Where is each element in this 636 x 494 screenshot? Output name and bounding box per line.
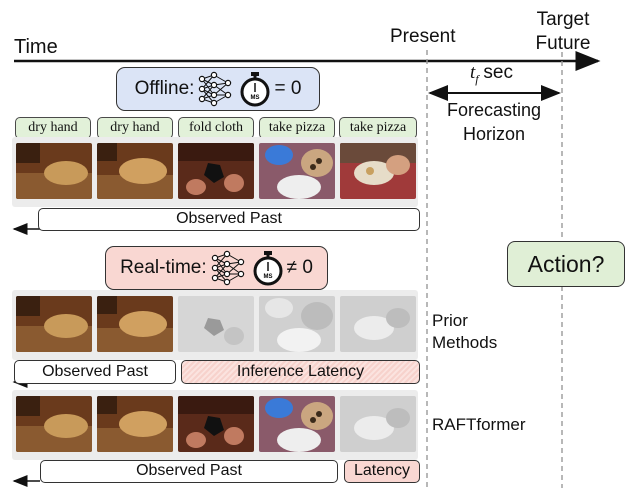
realtime-label: Real-time: <box>120 257 207 278</box>
video-frame <box>259 143 335 199</box>
neural-network-icon <box>199 71 232 107</box>
video-frame-faded <box>340 296 416 352</box>
video-frame-faded <box>259 296 335 352</box>
target-future-label: Target Future <box>535 9 591 54</box>
video-frame <box>340 143 416 199</box>
raftformer-frame-strip <box>12 390 418 460</box>
neural-network-icon <box>211 250 244 286</box>
horizon-symbol: tf sec <box>470 62 513 86</box>
realtime-mode-box: Real-time: MS ≠ 0 <box>105 246 328 290</box>
video-frame <box>16 143 92 199</box>
video-frame <box>97 396 173 452</box>
offline-mode-box: Offline: MS = 0 <box>116 67 320 111</box>
action-tag: take pizza <box>259 117 335 139</box>
video-frame <box>16 296 92 352</box>
action-tag: dry hand <box>97 117 173 139</box>
video-frame <box>97 296 173 352</box>
action-query-box: Action? <box>507 241 625 287</box>
present-label: Present <box>390 26 456 47</box>
video-frame <box>97 143 173 199</box>
offline-frame-strip <box>12 137 418 207</box>
prior-inference-latency-bar: Inference Latency <box>181 360 420 384</box>
forecasting-horizon-label: Forecasting Horizon <box>446 100 542 144</box>
video-frame <box>16 396 92 452</box>
svg-text:MS: MS <box>251 95 260 101</box>
raft-observed-past-bar: Observed Past <box>40 460 338 483</box>
svg-text:MS: MS <box>263 274 272 280</box>
video-frame-faded <box>178 296 254 352</box>
raft-latency-bar: Latency <box>344 460 420 483</box>
time-axis-label: Time <box>14 36 58 58</box>
offline-observed-past-bar: Observed Past <box>38 208 420 231</box>
video-frame <box>259 396 335 452</box>
offline-label: Offline: <box>134 78 195 99</box>
prior-methods-label: Prior Methods <box>432 311 498 352</box>
action-tag: fold cloth <box>178 117 254 139</box>
video-frame <box>178 396 254 452</box>
prior-frame-strip <box>12 290 418 360</box>
raftformer-label: RAFTformer <box>432 415 526 434</box>
stopwatch-icon: MS <box>240 72 270 107</box>
stopwatch-icon: MS <box>253 251 283 286</box>
video-frame-faded <box>340 396 416 452</box>
realtime-equation: ≠ 0 <box>286 257 313 278</box>
prior-observed-past-bar: Observed Past <box>14 360 176 384</box>
action-tag: dry hand <box>15 117 91 139</box>
offline-equation: = 0 <box>274 78 302 99</box>
video-frame <box>178 143 254 199</box>
action-tag: take pizza <box>339 117 417 139</box>
